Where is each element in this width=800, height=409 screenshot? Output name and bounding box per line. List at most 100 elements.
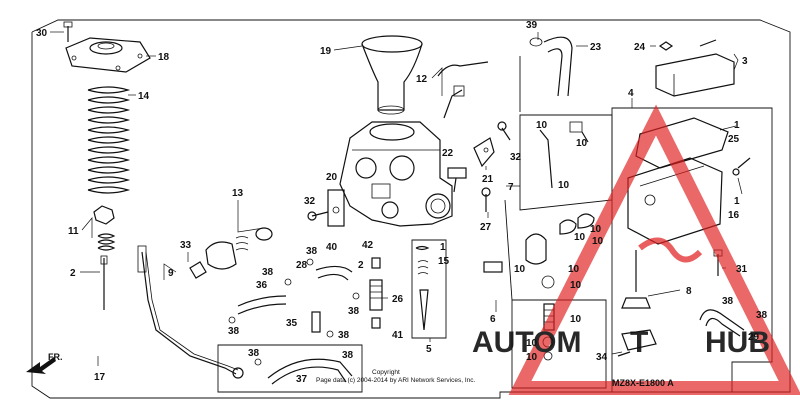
label-41: 41	[392, 330, 404, 341]
label-37: 37	[296, 374, 308, 385]
label-36: 36	[256, 280, 268, 291]
label-16: 16	[728, 210, 740, 221]
label-2: 2	[70, 268, 76, 279]
label-10l: 10	[570, 314, 582, 325]
hose-23	[529, 36, 573, 97]
drain-screw-34	[617, 329, 657, 357]
label-31: 31	[736, 264, 748, 275]
label-28: 28	[296, 260, 308, 271]
label-20: 20	[326, 172, 338, 183]
label-38g: 38	[342, 350, 354, 361]
copyright-line-2: Page data (c) 2004-2014 by ARI Network S…	[316, 377, 476, 384]
label-10j: 10	[526, 338, 538, 349]
label-10c: 10	[558, 180, 570, 191]
label-33: 33	[180, 240, 192, 251]
label-8: 8	[686, 286, 692, 297]
label-5: 5	[426, 344, 432, 355]
label-29: 29	[748, 332, 760, 343]
label-10e: 10	[590, 224, 602, 235]
label-22: 22	[442, 148, 454, 159]
label-26: 26	[392, 294, 404, 305]
label-3: 3	[742, 56, 748, 67]
leader-lines	[50, 31, 743, 366]
label-12: 12	[416, 74, 428, 85]
screw-27	[481, 187, 491, 212]
label-1a: 1	[734, 120, 740, 131]
float-valve-8	[621, 250, 651, 309]
label-13: 13	[232, 188, 244, 199]
screw-32	[307, 121, 511, 221]
label-15: 15	[438, 256, 450, 267]
label-1b: 1	[734, 196, 740, 207]
label-24: 24	[634, 42, 646, 53]
hose-29	[699, 309, 745, 337]
screw-22	[447, 167, 467, 193]
label-27: 27	[480, 222, 492, 233]
label-38a: 38	[262, 267, 274, 278]
label-32b: 32	[304, 196, 316, 207]
label-38b: 38	[306, 246, 318, 257]
screw-30	[63, 21, 73, 42]
choke-cable-17	[137, 245, 244, 379]
label-34: 34	[596, 352, 608, 363]
label-38c: 38	[338, 330, 350, 341]
label-30: 30	[36, 28, 48, 39]
label-6: 6	[490, 314, 496, 325]
label-38e: 38	[228, 326, 240, 337]
label-23: 23	[590, 42, 602, 53]
label-38d: 38	[348, 306, 360, 317]
label-1c: 1	[440, 242, 446, 253]
label-10f: 10	[592, 236, 604, 247]
vent-tube-12	[437, 61, 489, 119]
watermark-text-1: AUTOM	[472, 326, 581, 359]
label-10d: 10	[574, 232, 586, 243]
label-35: 35	[286, 318, 298, 329]
label-10i: 10	[570, 280, 582, 291]
clamps-38	[228, 258, 360, 366]
diaphragm-19	[361, 35, 423, 115]
label-10g: 10	[514, 264, 526, 275]
label-10k: 10	[526, 352, 538, 363]
throttle-stop-20	[327, 189, 345, 227]
label-25: 25	[728, 134, 740, 145]
watermark-text-2: T	[630, 326, 648, 359]
label-18: 18	[158, 52, 170, 63]
watermark-text-3: HUB	[705, 326, 770, 359]
hose-40	[315, 265, 353, 281]
jet-needle-2	[100, 255, 108, 310]
diagram-code: MZ8X-E1800 A	[612, 378, 674, 388]
label-38h: 38	[722, 296, 734, 307]
label-19: 19	[320, 46, 332, 57]
label-10h: 10	[568, 264, 580, 275]
hose-37	[267, 358, 353, 385]
vacuum-chamber-cap	[65, 37, 151, 73]
filter-cover-3	[655, 39, 735, 97]
watermark-logo: AUTOM T HUB	[472, 104, 800, 395]
section-7-parts	[539, 121, 589, 189]
label-7: 7	[508, 182, 514, 193]
label-14: 14	[138, 91, 150, 102]
carburetor-body	[339, 121, 453, 227]
label-10a: 10	[536, 120, 548, 131]
label-17: 17	[94, 372, 106, 383]
label-38f: 38	[248, 348, 260, 359]
float-needle-group	[415, 245, 430, 331]
screw-16	[732, 157, 751, 176]
front-label: FR.	[48, 352, 63, 362]
front-arrow-icon	[26, 357, 56, 374]
label-2b: 2	[358, 260, 364, 271]
label-11: 11	[68, 226, 79, 237]
label-4: 4	[628, 88, 634, 99]
fitting-35	[311, 311, 321, 333]
bracket-21	[473, 137, 495, 168]
needle-holder-11	[93, 205, 116, 251]
label-10b: 10	[576, 138, 588, 149]
label-38i: 38	[756, 310, 768, 321]
label-42: 42	[362, 240, 374, 251]
diagram-frame	[31, 19, 791, 399]
callout-labels: 30 18 14 11 2 17 9 33 13 19 12 39 23 24 …	[36, 20, 768, 385]
accelerator-pump-13	[189, 227, 273, 279]
label-32a: 32	[510, 152, 522, 163]
